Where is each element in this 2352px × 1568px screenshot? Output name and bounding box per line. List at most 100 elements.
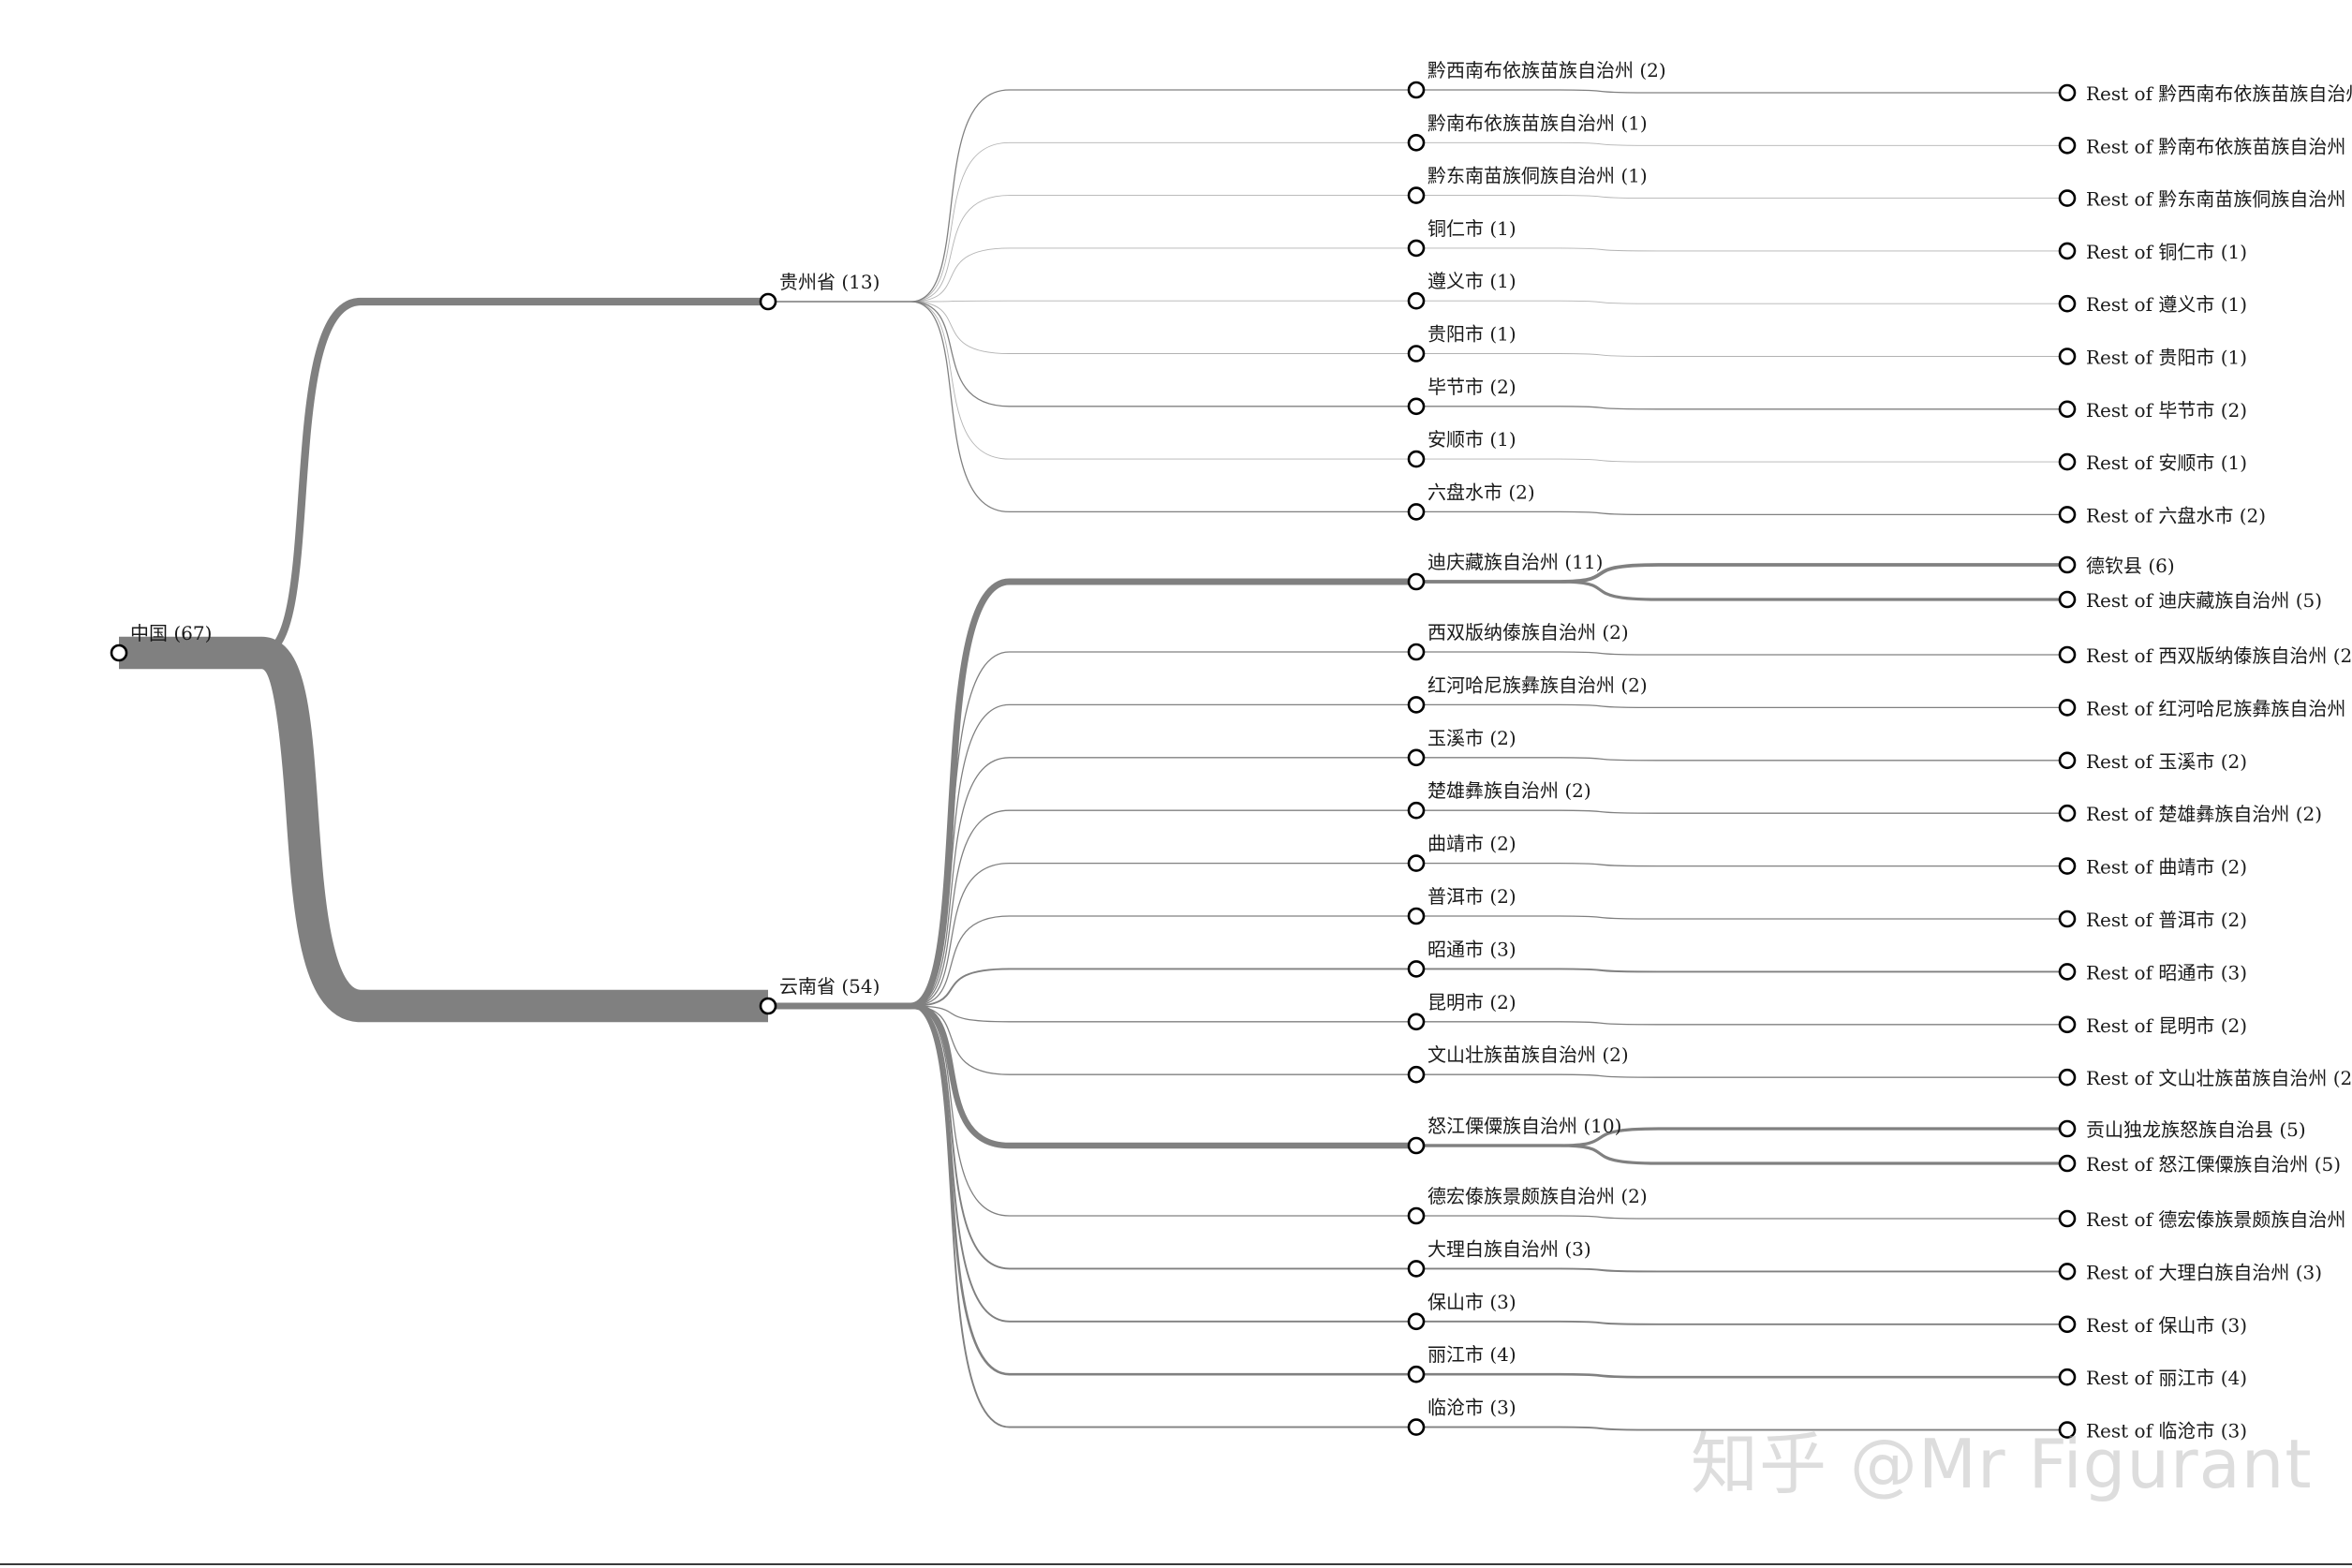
node-circle-icon[interactable]	[2058, 1209, 2077, 1228]
tree-node-Rest-of-红河哈尼族彝族自治州[interactable]: Rest of 红河哈尼族彝族自治州 (2)	[2058, 697, 2352, 719]
node-circle-icon[interactable]	[1407, 81, 1426, 99]
tree-node-铜仁市[interactable]: 铜仁市 (1)	[1407, 217, 1516, 258]
tree-node-昆明市[interactable]: 昆明市 (2)	[1407, 991, 1516, 1031]
tree-node-六盘水市[interactable]: 六盘水市 (2)	[1407, 481, 1535, 521]
node-circle-icon[interactable]	[2058, 751, 2077, 770]
tree-node-Rest-of-丽江市[interactable]: Rest of 丽江市 (4)	[2058, 1367, 2247, 1389]
tree-node-Rest-of-保山市[interactable]: Rest of 保山市 (3)	[2058, 1314, 2247, 1337]
node-circle-icon[interactable]	[1407, 291, 1426, 310]
tree-node-贵州省[interactable]: 贵州省 (13)	[759, 271, 880, 311]
tree-node-Rest-of-文山壮族苗族自治州[interactable]: Rest of 文山壮族苗族自治州 (2)	[2058, 1067, 2352, 1089]
node-circle-icon[interactable]	[2058, 452, 2077, 471]
node-circle-icon[interactable]	[2058, 242, 2077, 260]
tree-node-黔西南布依族苗族自治州[interactable]: 黔西南布依族苗族自治州 (2)	[1407, 59, 1666, 99]
node-circle-icon[interactable]	[2058, 137, 2077, 155]
node-circle-icon[interactable]	[1407, 134, 1426, 152]
node-circle-icon[interactable]	[1407, 1136, 1426, 1155]
node-circle-icon[interactable]	[1407, 960, 1426, 978]
node-circle-icon[interactable]	[2058, 910, 2077, 928]
node-circle-icon[interactable]	[1407, 696, 1426, 714]
node-circle-icon[interactable]	[1407, 503, 1426, 521]
tree-node-临沧市[interactable]: 临沧市 (3)	[1407, 1397, 1516, 1436]
tree-node-文山壮族苗族自治州[interactable]: 文山壮族苗族自治州 (2)	[1407, 1043, 1629, 1084]
tree-node-安顺市[interactable]: 安顺市 (1)	[1407, 428, 1516, 468]
node-circle-icon[interactable]	[759, 997, 777, 1015]
node-circle-icon[interactable]	[1407, 186, 1426, 204]
tree-node-Rest-of-六盘水市[interactable]: Rest of 六盘水市 (2)	[2058, 504, 2266, 526]
tree-node-Rest-of-安顺市[interactable]: Rest of 安顺市 (1)	[2058, 451, 2247, 474]
node-circle-icon[interactable]	[1407, 1365, 1426, 1383]
node-circle-icon[interactable]	[1407, 1418, 1426, 1436]
node-circle-icon[interactable]	[2058, 1315, 2077, 1334]
node-circle-icon[interactable]	[2058, 804, 2077, 822]
tree-node-大理白族自治州[interactable]: 大理白族自治州 (3)	[1407, 1237, 1591, 1278]
node-circle-icon[interactable]	[2058, 963, 2077, 981]
tree-node-迪庆藏族自治州[interactable]: 迪庆藏族自治州 (11)	[1407, 551, 1603, 591]
tree-node-贡山独龙族怒族自治县[interactable]: 贡山独龙族怒族自治县 (5)	[2058, 1118, 2306, 1141]
tree-node-贵阳市[interactable]: 贵阳市 (1)	[1407, 323, 1516, 362]
node-circle-icon[interactable]	[1407, 239, 1426, 258]
node-circle-icon[interactable]	[1407, 643, 1426, 661]
tree-node-Rest-of-贵阳市[interactable]: Rest of 贵阳市 (1)	[2058, 347, 2247, 369]
tree-node-德宏傣族景颇族自治州[interactable]: 德宏傣族景颇族自治州 (2)	[1407, 1185, 1648, 1225]
tree-node-曲靖市[interactable]: 曲靖市 (2)	[1407, 833, 1516, 872]
node-circle-icon[interactable]	[1407, 397, 1426, 416]
node-circle-icon[interactable]	[2058, 645, 2077, 664]
node-circle-icon[interactable]	[2058, 1119, 2077, 1138]
tree-node-Rest-of-德宏傣族景颇族自治州[interactable]: Rest of 德宏傣族景颇族自治州 (2)	[2058, 1208, 2352, 1231]
node-circle-icon[interactable]	[2058, 83, 2077, 102]
tree-node-昭通市[interactable]: 昭通市 (3)	[1407, 938, 1516, 978]
node-circle-icon[interactable]	[1407, 748, 1426, 767]
node-circle-icon[interactable]	[2058, 555, 2077, 574]
node-circle-icon[interactable]	[2058, 1068, 2077, 1087]
tree-node-西双版纳傣族自治州[interactable]: 西双版纳傣族自治州 (2)	[1407, 621, 1629, 661]
tree-node-普洱市[interactable]: 普洱市 (2)	[1407, 885, 1516, 925]
tree-node-Rest-of-曲靖市[interactable]: Rest of 曲靖市 (2)	[2058, 856, 2247, 879]
tree-node-德钦县[interactable]: 德钦县 (6)	[2058, 555, 2175, 577]
tree-node-Rest-of-黔东南苗族侗族自治州[interactable]: Rest of 黔东南苗族侗族自治州 (1)	[2058, 188, 2352, 211]
node-circle-icon[interactable]	[2058, 348, 2077, 365]
tree-node-黔东南苗族侗族自治州[interactable]: 黔东南苗族侗族自治州 (1)	[1407, 165, 1648, 204]
node-circle-icon[interactable]	[2058, 857, 2077, 875]
tree-node-Rest-of-黔西南布依族苗族自治州[interactable]: Rest of 黔西南布依族苗族自治州 (2)	[2058, 82, 2352, 105]
node-circle-icon[interactable]	[2058, 1015, 2077, 1034]
node-circle-icon[interactable]	[1407, 1065, 1426, 1084]
tree-node-Rest-of-楚雄彝族自治州[interactable]: Rest of 楚雄彝族自治州 (2)	[2058, 803, 2322, 825]
tree-node-毕节市[interactable]: 毕节市 (2)	[1407, 376, 1516, 416]
node-circle-icon[interactable]	[2058, 1154, 2077, 1173]
tree-node-黔南布依族苗族自治州[interactable]: 黔南布依族苗族自治州 (1)	[1407, 111, 1648, 152]
node-circle-icon[interactable]	[2058, 590, 2077, 609]
tree-node-怒江傈僳族自治州[interactable]: 怒江傈僳族自治州 (10)	[1407, 1115, 1621, 1155]
tree-node-楚雄彝族自治州[interactable]: 楚雄彝族自治州 (2)	[1407, 779, 1591, 820]
tree-node-Rest-of-毕节市[interactable]: Rest of 毕节市 (2)	[2058, 399, 2247, 422]
node-circle-icon[interactable]	[1407, 1206, 1426, 1225]
node-circle-icon[interactable]	[2058, 294, 2077, 313]
node-circle-icon[interactable]	[1407, 450, 1426, 468]
tree-node-保山市[interactable]: 保山市 (3)	[1407, 1291, 1516, 1331]
tree-node-红河哈尼族彝族自治州[interactable]: 红河哈尼族彝族自治州 (2)	[1407, 673, 1648, 714]
node-circle-icon[interactable]	[1407, 801, 1426, 820]
tree-node-Rest-of-普洱市[interactable]: Rest of 普洱市 (2)	[2058, 909, 2247, 931]
node-circle-icon[interactable]	[1407, 1260, 1426, 1278]
node-circle-icon[interactable]	[110, 643, 128, 662]
node-circle-icon[interactable]	[759, 292, 777, 311]
tree-node-云南省[interactable]: 云南省 (54)	[759, 975, 880, 1015]
tree-node-丽江市[interactable]: 丽江市 (4)	[1407, 1343, 1516, 1383]
node-circle-icon[interactable]	[2058, 1421, 2077, 1439]
tree-node-Rest-of-黔南布依族苗族自治州[interactable]: Rest of 黔南布依族苗族自治州 (1)	[2058, 135, 2352, 157]
node-circle-icon[interactable]	[1407, 854, 1426, 872]
node-circle-icon[interactable]	[1407, 572, 1426, 591]
tree-node-遵义市[interactable]: 遵义市 (1)	[1407, 270, 1516, 310]
tree-node-Rest-of-昆明市[interactable]: Rest of 昆明市 (2)	[2058, 1014, 2247, 1037]
tree-node-玉溪市[interactable]: 玉溪市 (2)	[1407, 727, 1516, 767]
node-circle-icon[interactable]	[2058, 506, 2077, 524]
tree-node-Rest-of-遵义市[interactable]: Rest of 遵义市 (1)	[2058, 293, 2247, 316]
tree-node-Rest-of-玉溪市[interactable]: Rest of 玉溪市 (2)	[2058, 750, 2247, 773]
node-circle-icon[interactable]	[2058, 400, 2077, 419]
tree-node-Rest-of-西双版纳傣族自治州[interactable]: Rest of 西双版纳傣族自治州 (2)	[2058, 644, 2352, 667]
node-circle-icon[interactable]	[1407, 1312, 1426, 1331]
node-circle-icon[interactable]	[2058, 1263, 2077, 1280]
tree-node-Rest-of-大理白族自治州[interactable]: Rest of 大理白族自治州 (3)	[2058, 1261, 2322, 1283]
tree-node-Rest-of-昭通市[interactable]: Rest of 昭通市 (3)	[2058, 961, 2247, 984]
tree-node-Rest-of-迪庆藏族自治州[interactable]: Rest of 迪庆藏族自治州 (5)	[2058, 589, 2322, 612]
